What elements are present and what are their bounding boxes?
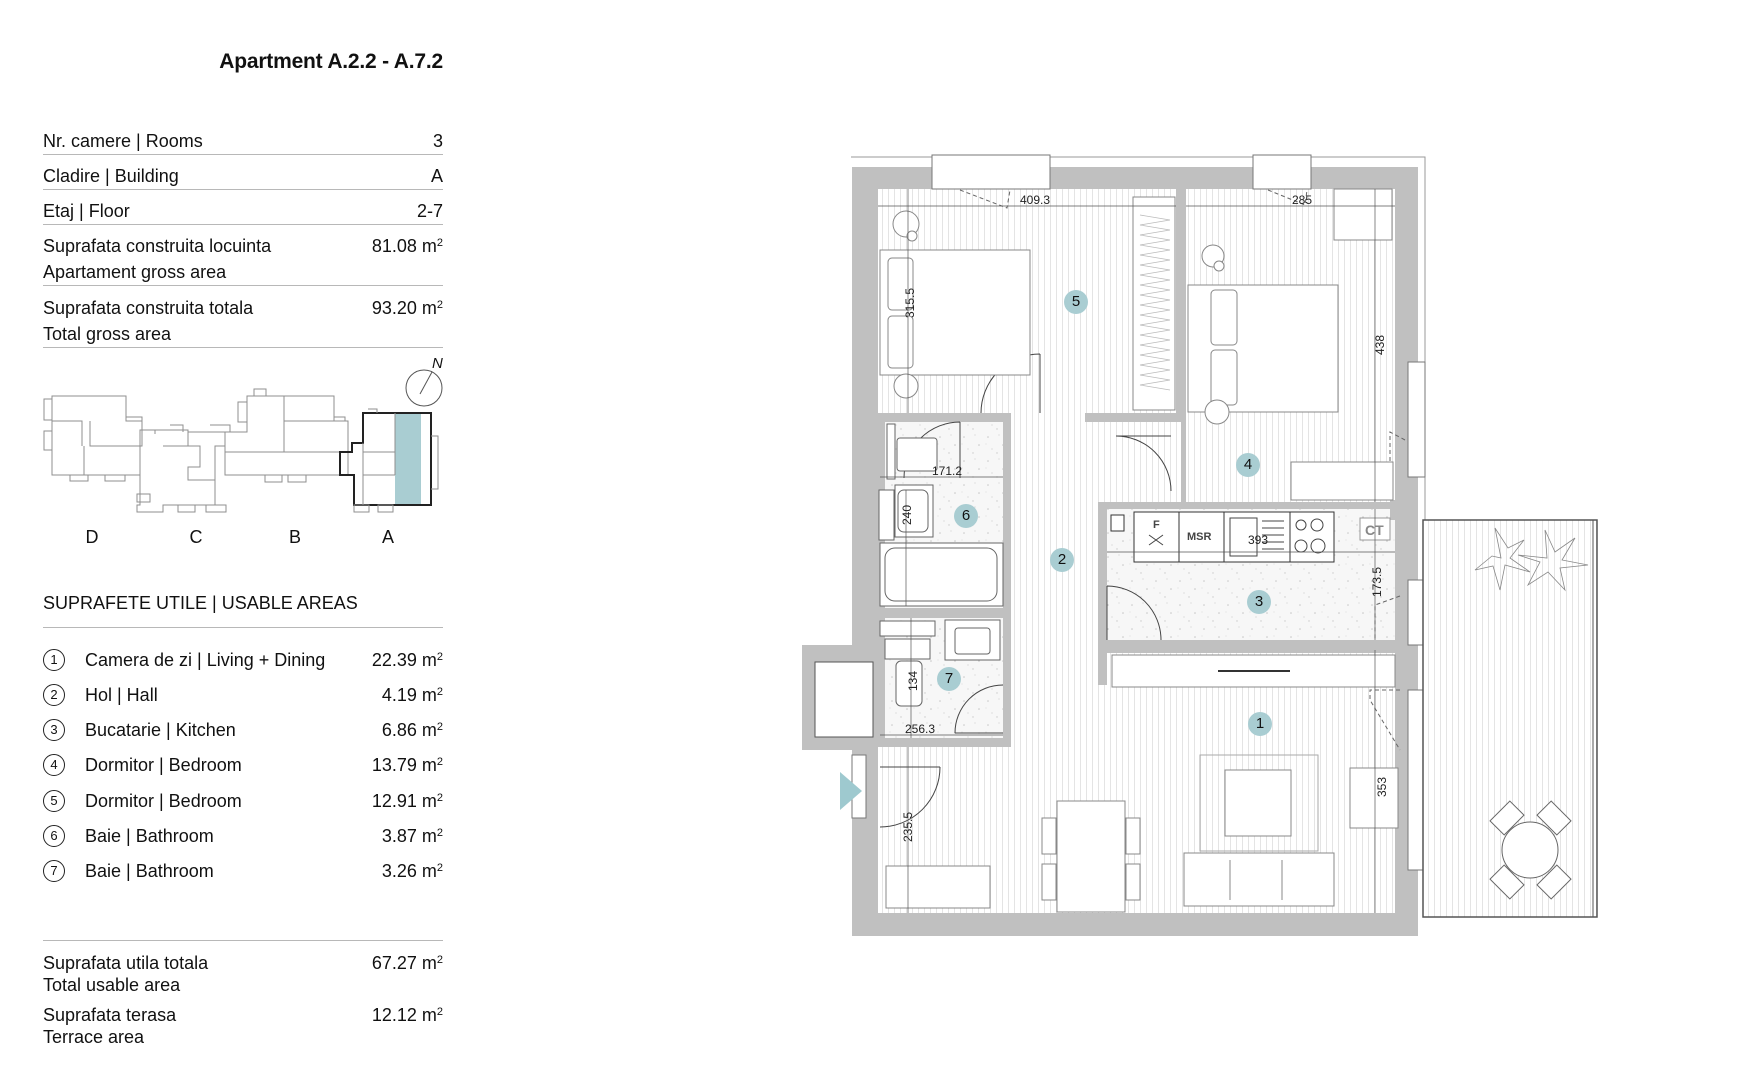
fridge-label: F (1153, 519, 1160, 531)
dimension-label: 409.3 (1020, 193, 1051, 207)
room-name: Baie | Bathroom (85, 826, 214, 846)
room-area: 3.87 m2 (381, 826, 443, 846)
room-row: 2 Hol | Hall 4.19 m2 (43, 680, 443, 710)
terrace-area-row: Suprafata terasa Terrace area 12.12 m2 (43, 1004, 443, 1048)
total-label-en: Terrace area (43, 1027, 145, 1047)
total-label: Suprafata utila totala (43, 953, 209, 973)
room-number: 7 (43, 860, 65, 882)
total-label: Suprafata terasa (43, 1005, 177, 1025)
room-badge-4: 4 (1236, 453, 1260, 477)
divider (43, 940, 443, 941)
dimension-label: 134 (906, 670, 921, 692)
total-value: 67.27 m2 (371, 953, 443, 973)
room-row: 7 Baie | Bathroom 3.26 m2 (43, 856, 443, 886)
room-number: 2 (43, 684, 65, 706)
room-area: 6.86 m2 (381, 720, 443, 740)
site-label-b: B (288, 527, 301, 547)
site-label-c: C (189, 527, 203, 547)
room-badge-6: 6 (954, 504, 978, 528)
room-name: Baie | Bathroom (85, 861, 214, 881)
info-value: 81.08 m2 (371, 236, 443, 256)
msr-label: MSR (1187, 531, 1212, 543)
room-number: 4 (43, 754, 65, 776)
room-row: 5 Dormitor | Bedroom 12.91 m2 (43, 786, 443, 816)
dimension-label: 353 (1375, 776, 1390, 798)
room-name: Bucatarie | Kitchen (85, 720, 236, 740)
info-label: Suprafata construita locuinta (43, 236, 272, 256)
room-name: Camera de zi | Living + Dining (85, 650, 326, 670)
dimension-label: 171.2 (932, 464, 963, 478)
dimension-label: 285 (1292, 193, 1313, 207)
room-row: 6 Baie | Bathroom 3.87 m2 (43, 821, 443, 851)
room-badge-2: 2 (1050, 548, 1074, 572)
info-value: A (430, 166, 443, 186)
site-label-a: A (381, 527, 394, 547)
dimension-label: 256.3 (905, 722, 936, 736)
room-number: 6 (43, 825, 65, 847)
dimension-label: 235.5 (901, 811, 916, 843)
dimension-label: 393 (1248, 533, 1269, 547)
info-label: Nr. camere | Rooms (43, 131, 203, 151)
apartment-title: Apartment A.2.2 - A.7.2 (219, 50, 443, 73)
usable-areas-title: SUPRAFETE UTILE | USABLE AREAS (43, 593, 443, 628)
info-label: Etaj | Floor (43, 201, 130, 221)
info-label: Cladire | Building (43, 166, 179, 186)
room-name: Hol | Hall (85, 685, 158, 705)
total-label-en: Total usable area (43, 975, 181, 995)
room-name: Dormitor | Bedroom (85, 791, 242, 811)
total-usable-area-row: Suprafata utila totala Total usable area… (43, 952, 443, 996)
info-row-floor: Etaj | Floor 2-7 (43, 198, 443, 225)
room-area: 4.19 m2 (381, 685, 443, 705)
info-value: 2-7 (416, 201, 443, 221)
info-row-rooms: Nr. camere | Rooms 3 (43, 128, 443, 155)
room-area: 3.26 m2 (381, 861, 443, 881)
ct-label: CT (1365, 522, 1384, 538)
site-label-d: D (85, 527, 99, 547)
room-number: 1 (43, 649, 65, 671)
info-label-en: Apartament gross area (43, 262, 227, 282)
room-badge-3: 3 (1247, 590, 1271, 614)
room-number: 3 (43, 719, 65, 741)
room-name: Dormitor | Bedroom (85, 755, 242, 775)
room-row: 3 Bucatarie | Kitchen 6.86 m2 (43, 715, 443, 745)
compass-north-label: N (432, 355, 443, 372)
room-badge-7: 7 (937, 667, 961, 691)
info-label-en: Total gross area (43, 324, 172, 344)
dimension-label: 173.5 (1370, 566, 1385, 598)
room-row: 4 Dormitor | Bedroom 13.79 m2 (43, 750, 443, 780)
info-row-building: Cladire | Building A (43, 163, 443, 190)
room-area: 22.39 m2 (371, 650, 443, 670)
info-label: Suprafata construita totala (43, 298, 254, 318)
room-row: 1 Camera de zi | Living + Dining 22.39 m… (43, 645, 443, 675)
room-number: 5 (43, 790, 65, 812)
room-area: 12.91 m2 (371, 791, 443, 811)
total-value: 12.12 m2 (371, 1005, 443, 1025)
room-badge-1: 1 (1248, 712, 1272, 736)
info-row-apartment-gross-area: Suprafata construita locuinta Apartament… (43, 233, 443, 286)
dimension-label: 438 (1373, 334, 1388, 356)
room-area: 13.79 m2 (371, 755, 443, 775)
room-badge-5: 5 (1064, 290, 1088, 314)
dimension-label: 240 (900, 504, 915, 526)
dimension-label: 315.5 (903, 287, 918, 319)
info-row-total-gross-area: Suprafata construita totala Total gross … (43, 295, 443, 348)
info-value: 3 (432, 131, 443, 151)
info-value: 93.20 m2 (371, 298, 443, 318)
